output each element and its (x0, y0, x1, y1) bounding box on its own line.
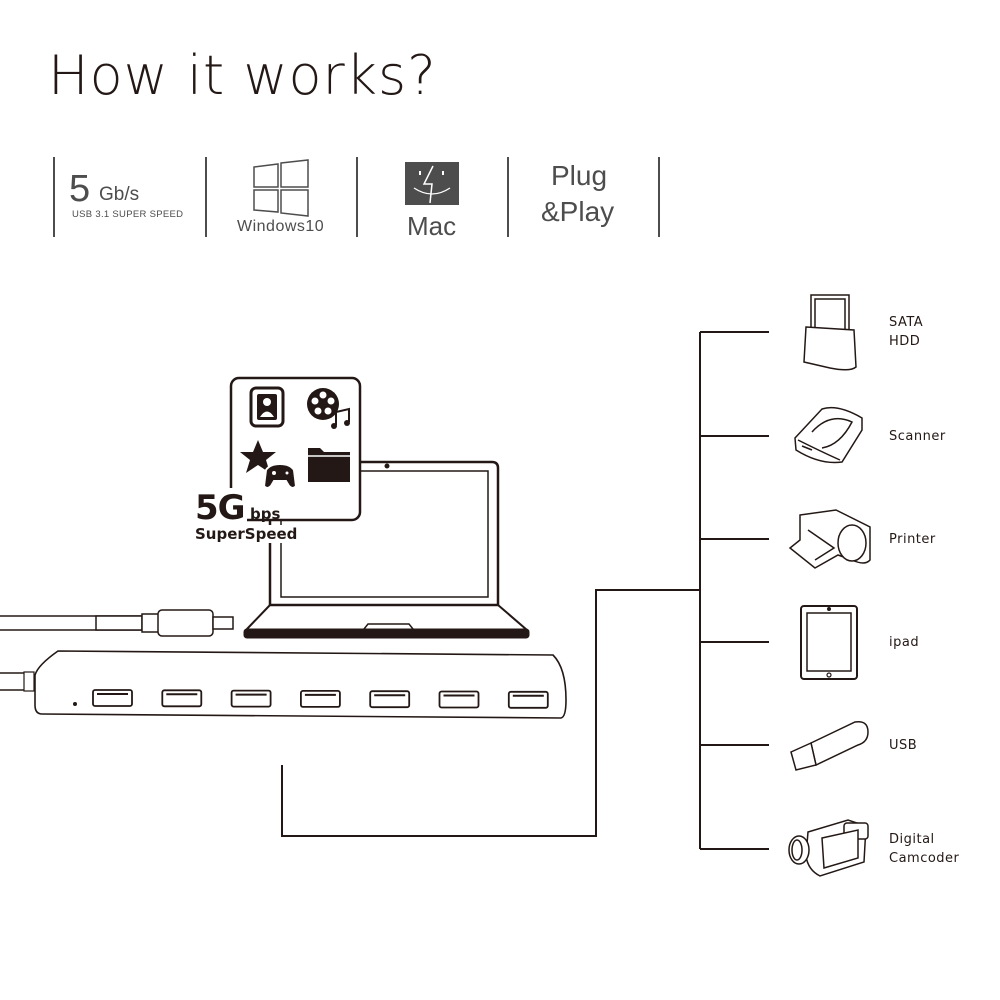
feature-divider (53, 157, 55, 237)
usb-port (92, 689, 133, 707)
plug-play-line1: Plug (551, 160, 608, 191)
usb-port (230, 689, 272, 708)
screen-popup-panel (229, 376, 362, 522)
page-title: How it works? (48, 44, 437, 107)
mac-finder-icon (405, 162, 459, 205)
device-label-line: Digital (889, 832, 935, 847)
contacts-icon (249, 386, 285, 428)
folder-icon (308, 448, 350, 482)
usb-port (161, 689, 203, 708)
mac-label: Mac (407, 211, 457, 241)
device-label: ipad (889, 633, 919, 652)
device-label-line: Camcoder (889, 851, 960, 866)
speed-number: 5 (69, 168, 91, 210)
media-reel-icon (307, 388, 339, 420)
usb-port (299, 690, 341, 708)
usb-port (438, 690, 480, 709)
camcorder-icon (788, 819, 869, 877)
windows-logo-icon (253, 159, 309, 217)
device-label: SATA HDD (889, 313, 923, 351)
scanner-icon (794, 406, 863, 464)
device-label-line: Scanner (889, 428, 946, 444)
speed-subtitle: USB 3.1 SUPER SPEED (72, 209, 184, 220)
star-icon (240, 440, 276, 473)
speed-badge-unit: bps (250, 505, 281, 523)
device-label-line: SATA (889, 315, 924, 330)
connector-lines (281, 331, 769, 850)
plug-play-line2: &Play (541, 196, 615, 227)
feature-divider (205, 157, 207, 237)
speed-badge-subtitle: SuperSpeed (195, 525, 298, 543)
device-label-line: Printer (889, 531, 936, 547)
device-label-line: USB (889, 737, 918, 753)
feature-divider (356, 157, 358, 237)
usb-port (369, 690, 411, 709)
device-label-line: HDD (889, 334, 921, 349)
speed-badge-number: 5G (195, 488, 247, 528)
windows-label: Windows10 (237, 218, 325, 235)
device-label: Scanner (889, 427, 946, 446)
usb-cable-icon (0, 609, 234, 637)
feature-divider (658, 157, 660, 237)
speed-unit: Gb/s (99, 184, 140, 205)
tablet-icon (800, 605, 858, 680)
hdd-dock-icon (803, 294, 857, 371)
feature-divider (507, 157, 509, 237)
device-label: USB (889, 736, 917, 755)
device-label-line: ipad (889, 634, 920, 650)
usb-hub-icon (0, 650, 567, 719)
usb-stick-icon (790, 720, 869, 771)
music-note-icon (331, 407, 350, 429)
printer-icon (788, 509, 871, 569)
usb-port (507, 690, 549, 709)
device-label: Printer (889, 530, 936, 549)
gamepad-icon (262, 462, 298, 489)
